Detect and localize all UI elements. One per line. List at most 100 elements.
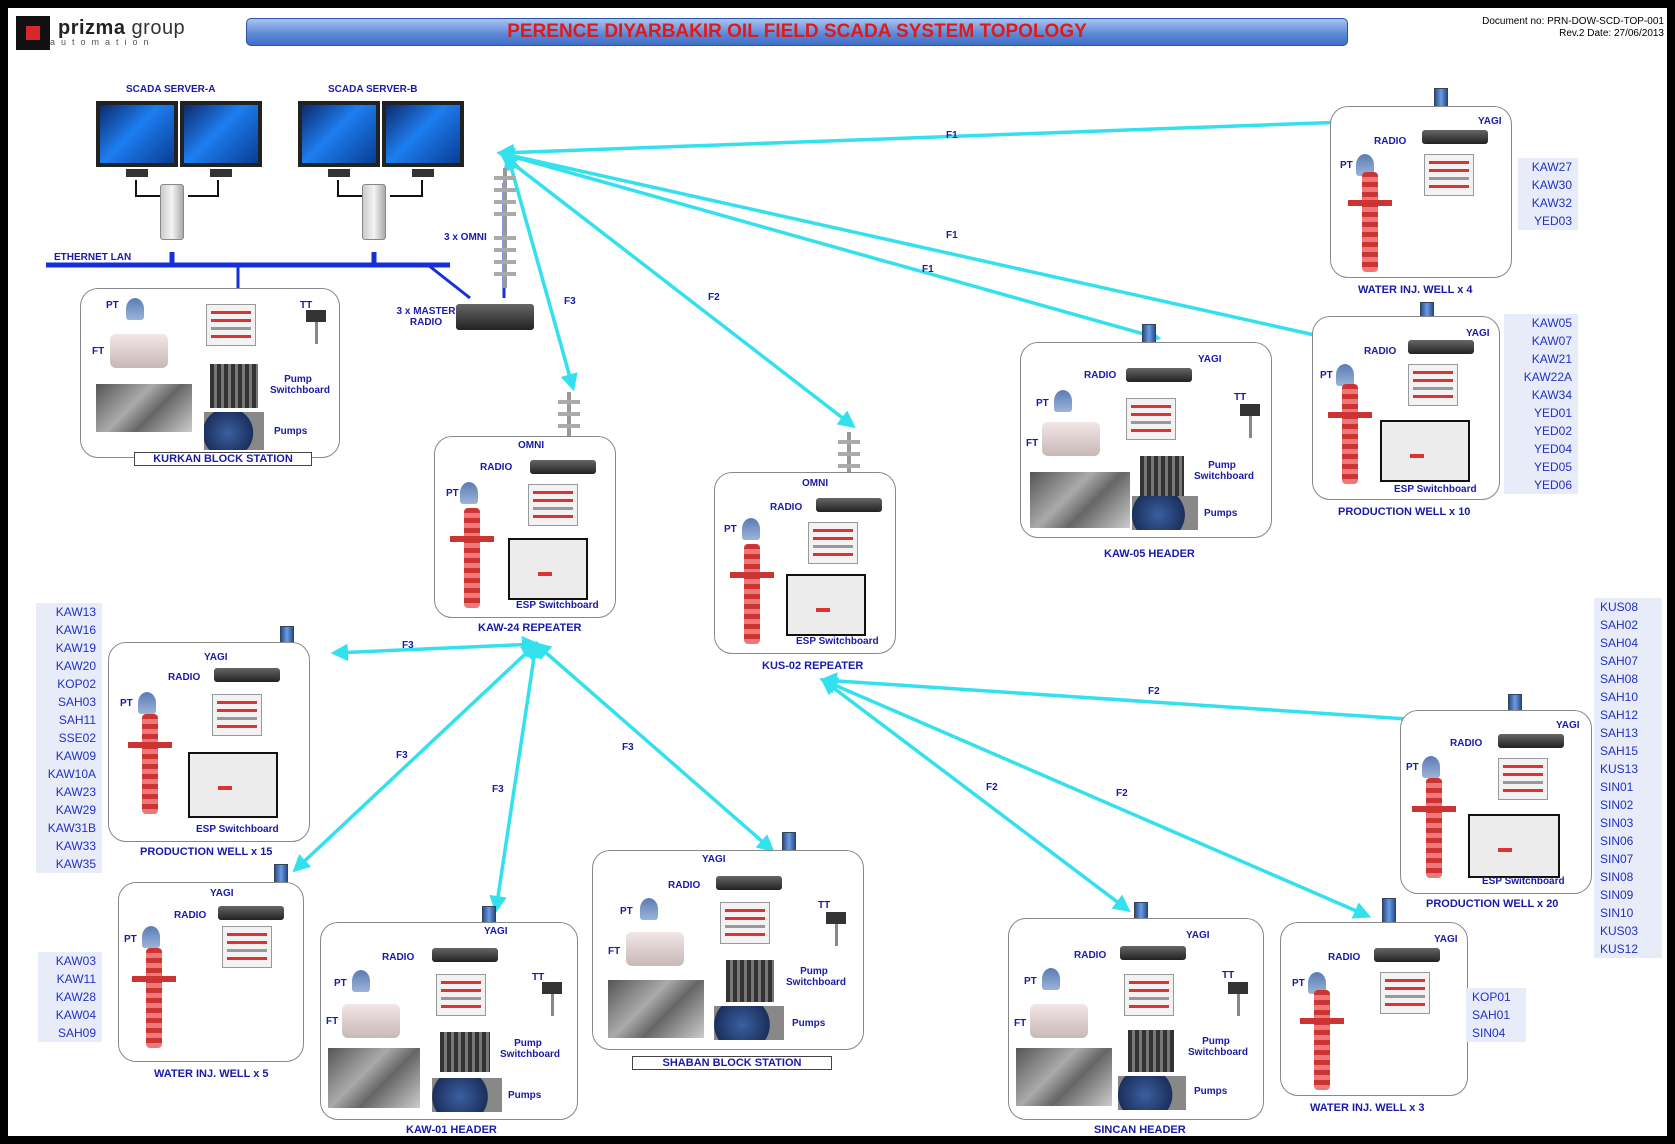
well-list-item: SIN08 <box>1600 870 1634 884</box>
monitor-icon <box>96 101 178 177</box>
well-list-item: KAW30 <box>1531 178 1572 192</box>
radio-icon <box>1120 946 1186 960</box>
radio-icon <box>218 906 284 920</box>
well-list-item: YED01 <box>1533 406 1572 420</box>
pressure-transmitter-icon <box>1042 968 1060 990</box>
pump-switchboard-image <box>726 960 774 1002</box>
well-list-item: KAW03 <box>55 954 96 968</box>
well-list-item: SAH04 <box>1600 636 1639 650</box>
tt-label: TT <box>300 300 313 311</box>
shaban-caption: SHABAN BLOCK STATION <box>632 1056 832 1070</box>
rtu-icon <box>720 902 770 944</box>
link-label: F1 <box>922 264 934 275</box>
well-list-item: SAH03 <box>57 695 96 709</box>
prod15-caption: PRODUCTION WELL x 15 <box>140 846 273 858</box>
esp-switchboard-image <box>1380 420 1470 482</box>
well-list-item: KUS03 <box>1600 924 1639 938</box>
rtu-icon <box>1380 972 1430 1014</box>
well-list-item: KUS12 <box>1600 942 1639 956</box>
flow-transmitter-icon <box>1030 1004 1088 1038</box>
radio-icon <box>1126 368 1192 382</box>
well-list-item: KAW13 <box>55 605 96 619</box>
logo-group: group <box>131 17 186 39</box>
well-list-item: KOP01 <box>1472 990 1511 1004</box>
rtu-icon <box>528 484 578 526</box>
well-list-item: KUS13 <box>1600 762 1639 776</box>
yagi-label: YAGI <box>204 652 228 663</box>
monitor-icon <box>298 101 380 177</box>
prod10-caption: PRODUCTION WELL x 10 <box>1338 506 1471 518</box>
link-label: F3 <box>564 296 576 307</box>
wellhead-icon <box>730 544 774 644</box>
kaw05-caption: KAW-05 HEADER <box>1104 548 1195 560</box>
radio-label: RADIO <box>770 502 803 513</box>
well-list-item: SAH02 <box>1600 618 1639 632</box>
station-photo <box>96 384 192 432</box>
yagi-label: YAGI <box>702 854 726 865</box>
well-list-item: KAW27 <box>1531 160 1572 174</box>
water3-caption: WATER INJ. WELL x 3 <box>1310 1102 1425 1114</box>
yagi-label: YAGI <box>1556 720 1580 731</box>
lan-to-master <box>427 263 471 300</box>
well-list-item: SIN06 <box>1600 834 1634 848</box>
link-f3-water5 <box>292 641 539 873</box>
yagi-label: YAGI <box>1186 930 1210 941</box>
well-list-item: KOP02 <box>57 677 96 691</box>
well-list-item: SIN09 <box>1600 888 1634 902</box>
well-list-item: SAH13 <box>1600 726 1639 740</box>
yagi-label: YAGI <box>1466 328 1490 339</box>
pressure-transmitter-icon <box>460 482 478 504</box>
well-list-item: KAW23 <box>55 785 96 799</box>
radio-icon <box>1408 340 1474 354</box>
flow-transmitter-icon <box>342 1004 400 1038</box>
kurkan-station-caption: KURKAN BLOCK STATION <box>134 452 312 466</box>
well-list-item: KAW10A <box>47 767 96 781</box>
rtu-icon <box>1424 154 1474 196</box>
link-label: F1 <box>946 130 958 141</box>
kus02-caption: KUS-02 REPEATER <box>762 660 864 672</box>
link-label: F2 <box>986 782 998 793</box>
well-list-item: SSE02 <box>58 731 96 745</box>
tt-label: TT <box>532 972 545 983</box>
esp-switchboard-image <box>1468 814 1560 878</box>
well-list-item: KAW16 <box>55 623 96 637</box>
link-label: F2 <box>708 292 720 303</box>
esp-label: ESP Switchboard <box>1394 484 1477 495</box>
well-list-item: SAH01 <box>1472 1008 1511 1022</box>
radio-label: RADIO <box>480 462 513 473</box>
well-list-item: KAW19 <box>55 641 96 655</box>
radio-icon <box>716 876 782 890</box>
pressure-transmitter-icon <box>742 518 760 540</box>
logo-sub: automation <box>50 37 155 47</box>
kaw01-caption: KAW-01 HEADER <box>406 1124 497 1136</box>
well-list-item: KAW22A <box>1523 370 1572 384</box>
pump-image <box>714 1006 784 1040</box>
well-list-item: SAH11 <box>58 713 96 727</box>
temperature-transmitter-icon <box>826 912 846 946</box>
pt-label: PT <box>1320 370 1333 381</box>
wellhead-icon <box>1300 990 1344 1090</box>
pt-label: PT <box>1340 160 1353 171</box>
well-list-item: SIN03 <box>1600 816 1634 830</box>
tt-label: TT <box>1222 970 1235 981</box>
pressure-transmitter-icon <box>126 298 144 320</box>
well-list-item: KAW21 <box>1531 352 1572 366</box>
radio-icon <box>530 460 596 474</box>
well-list-item: SIN04 <box>1472 1026 1506 1040</box>
pump-switchboard-label: Pump Switchboard <box>500 1038 561 1060</box>
link-f1-water4 <box>496 111 1404 162</box>
wellhead-icon <box>450 508 494 608</box>
pt-label: PT <box>1292 978 1305 989</box>
water5-caption: WATER INJ. WELL x 5 <box>154 1068 269 1080</box>
well-list-item: KAW34 <box>1531 388 1572 402</box>
pumps-label: Pumps <box>792 1018 826 1029</box>
radio-label: RADIO <box>382 952 415 963</box>
flow-transmitter-icon <box>626 932 684 966</box>
page-title: PERENCE DIYARBAKIR OIL FIELD SCADA SYSTE… <box>246 18 1348 46</box>
link-f2-sincan <box>820 677 1131 913</box>
rtu-icon <box>808 522 858 564</box>
